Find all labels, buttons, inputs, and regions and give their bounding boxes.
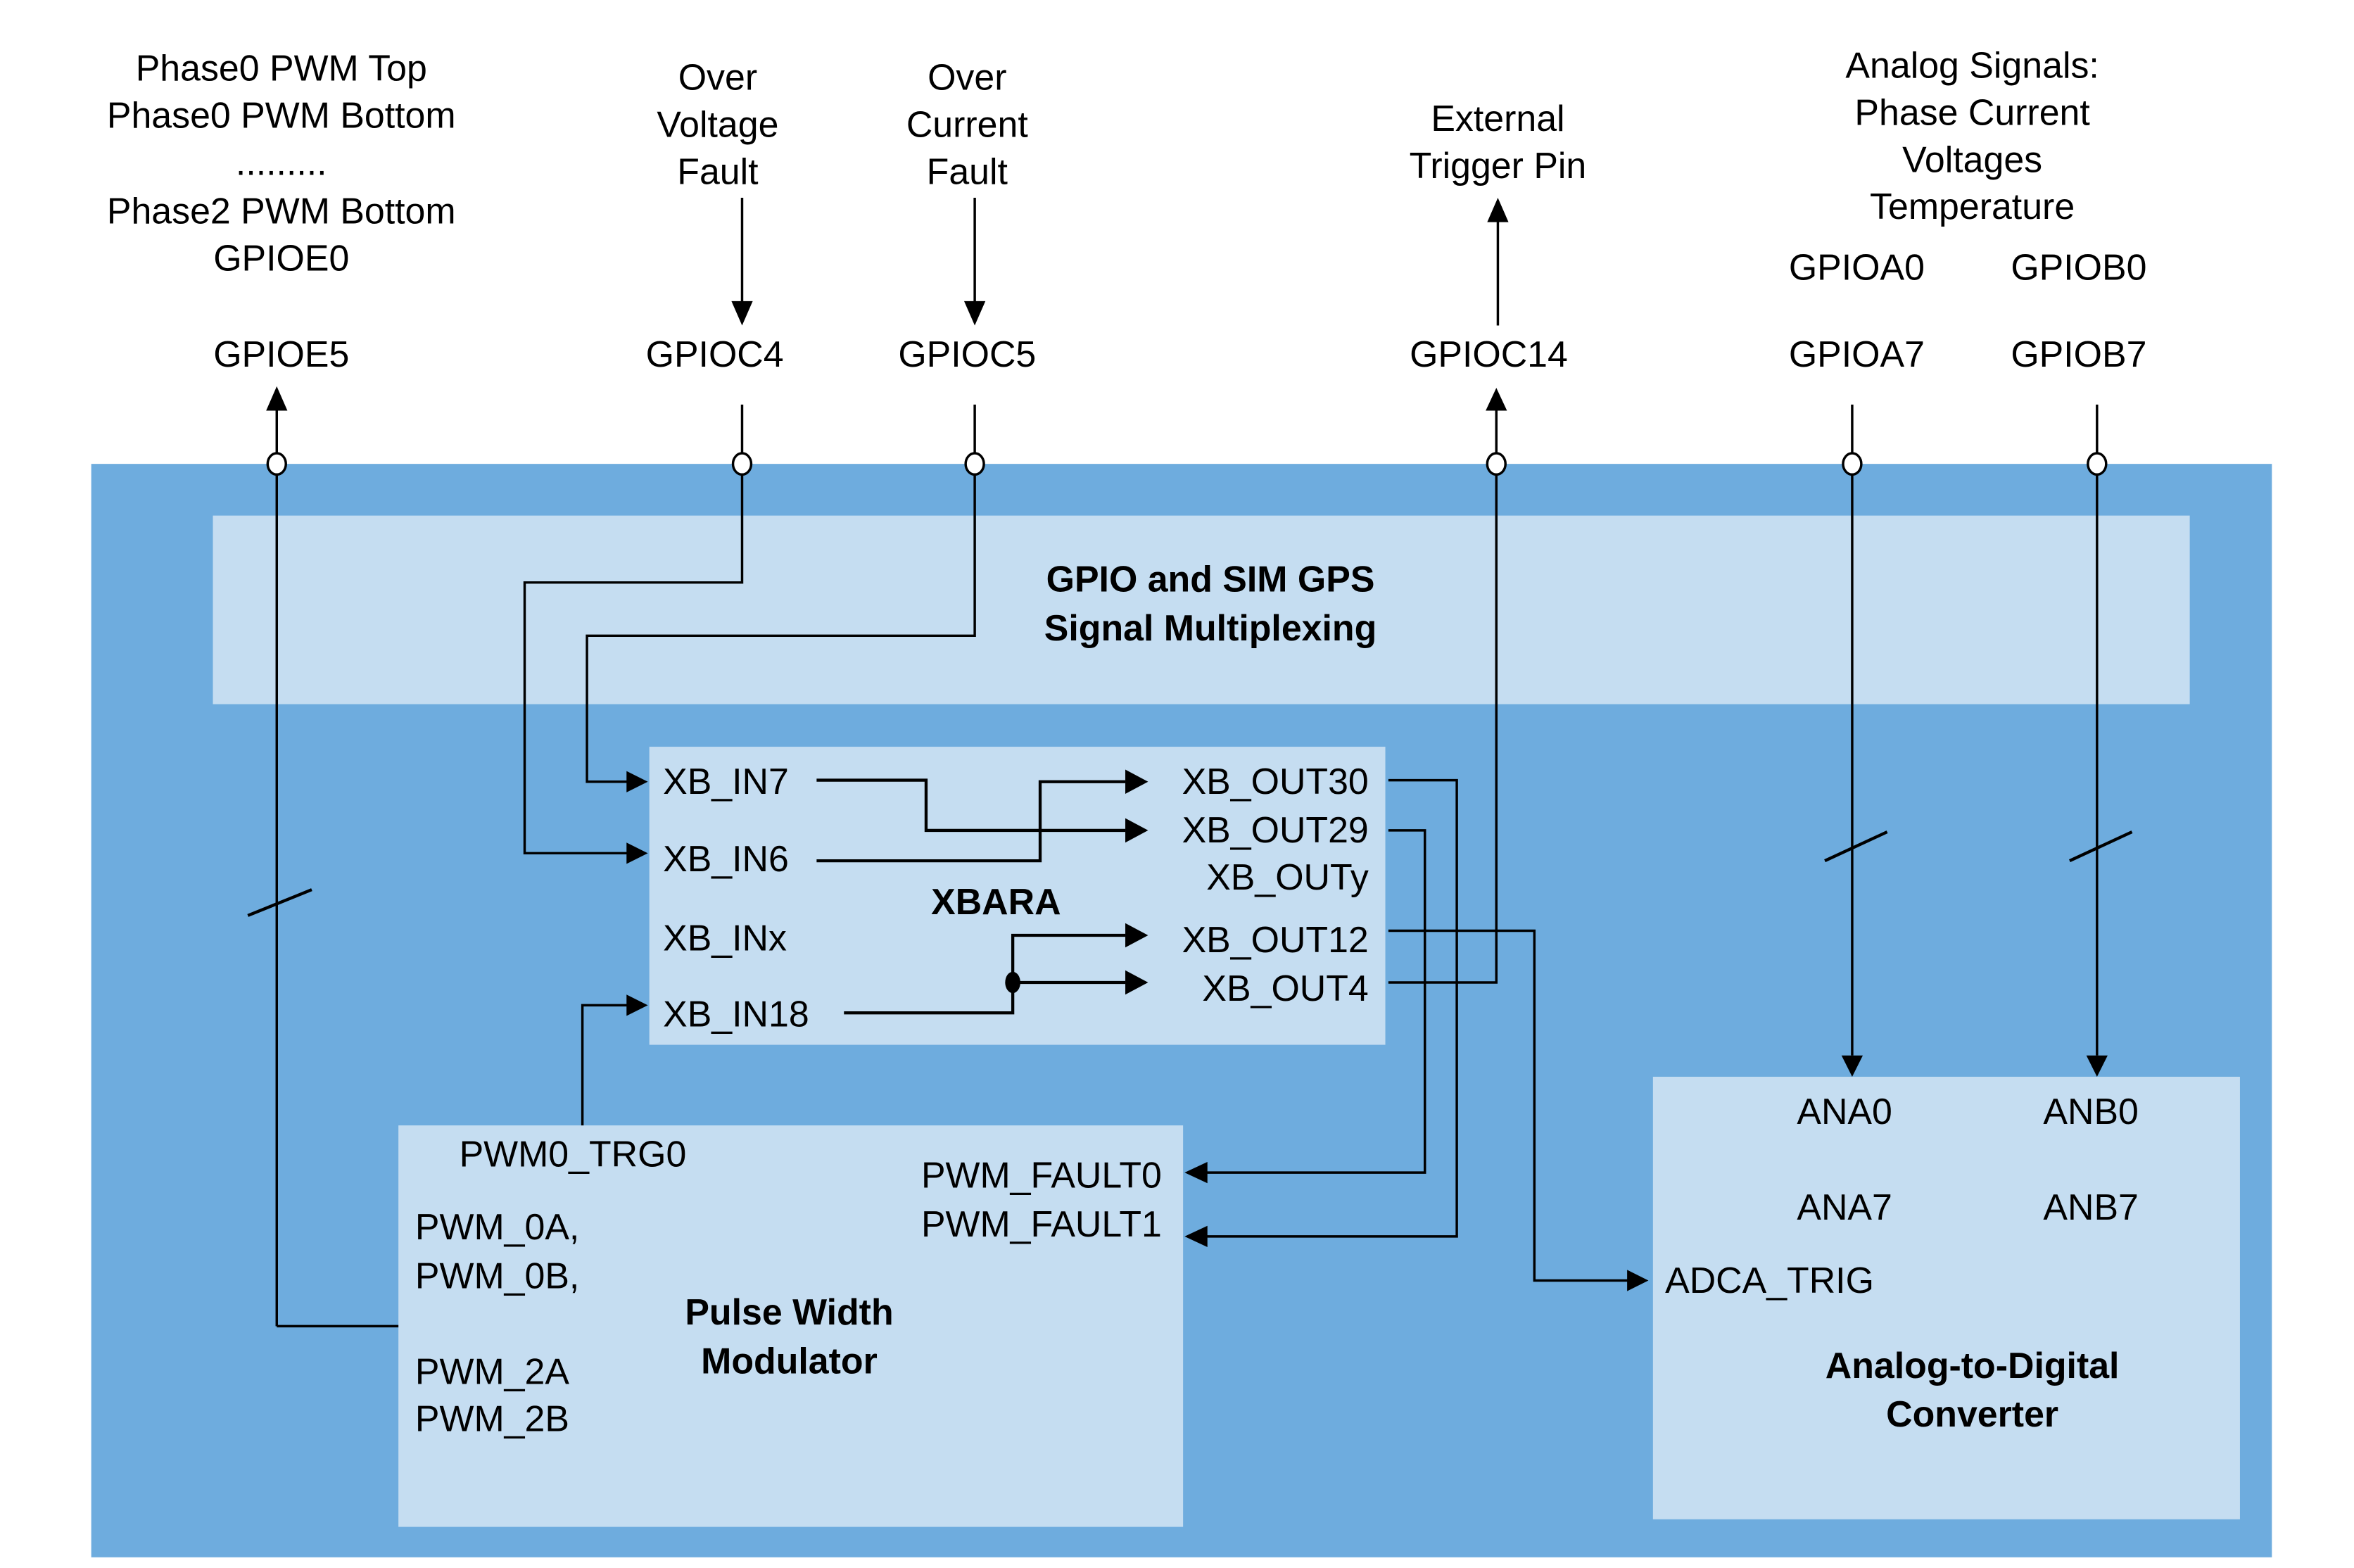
route-in6-to-out30 xyxy=(816,780,1126,863)
pwm-output-0b: PWM_0B, xyxy=(415,1255,579,1296)
wire-out12-to-adca-trig xyxy=(1388,929,1631,1282)
over-voltage-label-1: Voltage xyxy=(657,104,778,145)
pin-circle-gpioe xyxy=(266,452,287,476)
pin-gpioc14: GPIOC14 xyxy=(1410,334,1568,374)
pwm-output-label-3: Phase2 PWM Bottom xyxy=(107,191,456,232)
xbara-output-out30: XB_OUT30 xyxy=(1182,761,1369,802)
route-in7-to-out29 xyxy=(816,778,1126,833)
pin-gpioa0: GPIOA0 xyxy=(1789,247,1925,288)
junction-dot-icon xyxy=(1005,971,1020,994)
arrow-left-icon xyxy=(1184,1225,1208,1247)
wire-out4-to-gpioc14 xyxy=(1388,407,1498,984)
xbara-output-out12: XB_OUT12 xyxy=(1182,919,1369,960)
pwm-fault1-label: PWM_FAULT1 xyxy=(921,1203,1162,1244)
xbara-output-outy: XB_OUTy xyxy=(1206,856,1369,897)
pin-circle-gpioc4 xyxy=(731,452,753,476)
wire-out29-to-fault0 xyxy=(1204,829,1426,1174)
xbara-block: XBARA XB_IN7 XB_IN6 XB_INx XB_IN18 XB_OU… xyxy=(649,747,1386,1045)
gpio-mux-title-line1: GPIO and SIM GPS xyxy=(1046,559,1375,600)
pin-circle-gpiob xyxy=(2087,452,2108,476)
pwm-trigger-label: PWM0_TRG0 xyxy=(460,1133,687,1174)
arrow-down-icon xyxy=(963,301,986,326)
adc-trigger-label: ADCA_TRIG xyxy=(1665,1260,1874,1301)
arrow-up-icon xyxy=(1486,388,1507,411)
ext-trigger-label-0: External xyxy=(1431,98,1564,139)
arrow-right-icon xyxy=(626,771,648,792)
over-voltage-label-0: Over xyxy=(678,57,757,98)
pwm-output-label-1: Phase0 PWM Bottom xyxy=(107,95,456,136)
arrow-right-icon xyxy=(1627,1270,1649,1291)
xbara-input-inx: XB_INx xyxy=(663,918,787,959)
pin-gpioe5: GPIOE5 xyxy=(213,334,349,374)
arrow-right-icon xyxy=(1125,818,1148,843)
pwm-fault0-label: PWM_FAULT0 xyxy=(921,1155,1162,1196)
wire-out30-to-fault1 xyxy=(1204,778,1458,1238)
pin-gpioc4: GPIOC4 xyxy=(646,334,784,374)
arrow-right-icon xyxy=(626,994,648,1016)
gpio-mux-block: GPIO and SIM GPS Signal Multiplexing xyxy=(213,515,2190,704)
gpio-mux-title-line2: Signal Multiplexing xyxy=(1044,607,1377,648)
adc-block: ANA0 ANA7 ANB0 ANB7 ADCA_TRIG Analog-to-… xyxy=(1652,1076,2240,1519)
adc-title-line2: Converter xyxy=(1886,1393,2058,1434)
arrow-down-icon xyxy=(731,301,753,326)
pwm-title-line2: Modulator xyxy=(701,1340,878,1381)
ext-trigger-label-1: Trigger Pin xyxy=(1410,145,1587,186)
xbara-title: XBARA xyxy=(931,881,1061,922)
xbara-output-out4: XB_OUT4 xyxy=(1202,968,1368,1009)
wire-gpioc4-to-xb-in6 xyxy=(523,404,744,855)
pin-gpioa7: GPIOA7 xyxy=(1789,334,1925,374)
arrow-right-icon xyxy=(1125,923,1148,948)
adc-channel-ana0: ANA0 xyxy=(1797,1091,1892,1132)
arrow-up-icon xyxy=(266,386,288,411)
over-current-label-0: Over xyxy=(928,57,1006,98)
arrow-down-icon xyxy=(1841,1055,1863,1077)
xbara-input-in6: XB_IN6 xyxy=(663,838,789,879)
wire-gpioc5-to-xb-in7 xyxy=(586,404,976,783)
arrow-right-icon xyxy=(1125,970,1148,995)
arrow-down-icon xyxy=(2086,1055,2108,1077)
pwm-output-2a: PWM_2A xyxy=(415,1351,569,1391)
pwm-output-label-2: ......... xyxy=(236,142,327,183)
pin-circle-gpioc14 xyxy=(1486,452,1507,476)
adc-title-line1: Analog-to-Digital xyxy=(1825,1345,2120,1386)
analog-label-2: Voltages xyxy=(1902,139,2042,179)
xbara-input-in7: XB_IN7 xyxy=(663,761,789,802)
over-voltage-label-2: Fault xyxy=(677,151,759,192)
bus-slash-icon xyxy=(1824,830,1888,863)
pwm-block: PWM0_TRG0 PWM_0A, PWM_0B, PWM_2A PWM_2B … xyxy=(398,1125,1184,1527)
adc-channel-ana7: ANA7 xyxy=(1797,1187,1892,1227)
arrow-left-icon xyxy=(1184,1161,1208,1184)
wire-pwm-trg0-to-xb-in18 xyxy=(581,1004,630,1126)
bus-slash-icon xyxy=(2069,830,2133,863)
chip-pins xyxy=(266,452,2108,476)
adc-channel-anb0: ANB0 xyxy=(2043,1091,2138,1132)
over-current-label-1: Current xyxy=(906,104,1029,145)
pin-gpiob0: GPIOB0 xyxy=(2011,247,2146,288)
pin-gpioc5: GPIOC5 xyxy=(898,334,1036,374)
pin-circle-gpioc5 xyxy=(964,452,985,476)
pwm-output-2b: PWM_2B xyxy=(415,1398,569,1439)
analog-label-0: Analog Signals: xyxy=(1845,44,2099,85)
adc-channel-anb7: ANB7 xyxy=(2043,1187,2138,1227)
pwm-output-0a: PWM_0A, xyxy=(415,1206,579,1247)
wires xyxy=(247,197,2133,1328)
arrow-up-icon xyxy=(1487,197,1509,222)
pwm-title-line1: Pulse Width xyxy=(685,1291,893,1332)
analog-label-1: Phase Current xyxy=(1854,91,2090,132)
pwm-output-label-0: Phase0 PWM Top xyxy=(136,48,427,89)
external-labels: Phase0 PWM Top Phase0 PWM Bottom .......… xyxy=(107,44,2147,374)
xbara-input-in18: XB_IN18 xyxy=(663,994,809,1035)
analog-label-3: Temperature xyxy=(1870,186,2075,227)
pin-circle-gpioa xyxy=(1842,452,1863,476)
xbara-output-out29: XB_OUT29 xyxy=(1182,809,1369,850)
pin-gpiob7: GPIOB7 xyxy=(2011,334,2146,374)
arrow-right-icon xyxy=(1125,769,1148,795)
arrow-right-icon xyxy=(626,842,648,864)
over-current-label-2: Fault xyxy=(927,151,1008,192)
bus-slash-icon xyxy=(247,888,312,917)
pwm-output-label-4: GPIOE0 xyxy=(213,238,349,279)
